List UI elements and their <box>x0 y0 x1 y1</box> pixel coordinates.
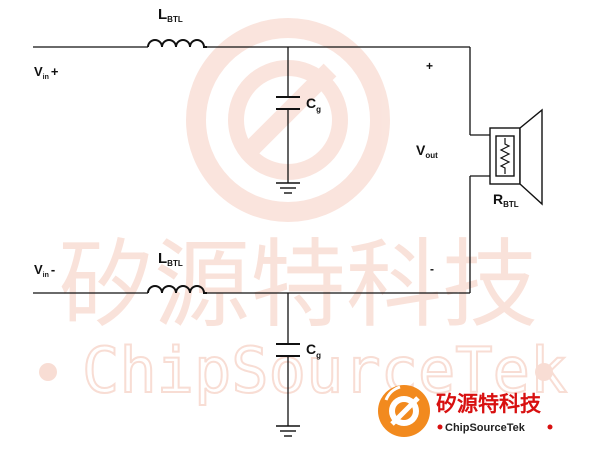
watermark-latin: ChipSourceTek <box>82 334 567 407</box>
watermark-latin-row: ChipSourceTek <box>39 333 568 408</box>
brand-logo-chinese: 矽源特科技 <box>436 392 542 416</box>
watermark-dot-left <box>39 363 57 381</box>
ground-top-icon <box>276 182 300 194</box>
vin-minus-label: Vin- <box>34 262 55 279</box>
rload-label: RBTL <box>493 191 519 209</box>
minus-sign: - <box>430 262 434 276</box>
brand-logo: 矽源特科技 ChipSourceTek <box>378 385 553 437</box>
inductor-bottom-icon <box>147 285 207 294</box>
inductor-top-icon <box>147 39 207 48</box>
plus-sign: + <box>426 59 433 73</box>
speaker-icon <box>489 108 543 206</box>
capacitor-bottom-icon <box>276 343 300 357</box>
inductor-bottom-label: LBTL <box>158 250 183 268</box>
capacitor-top-icon <box>276 96 300 110</box>
brand-dot-right <box>547 424 553 430</box>
brand-dot-left <box>437 424 443 430</box>
cap-bottom-label: Cg <box>306 341 321 360</box>
vin-plus-label: Vin+ <box>34 64 59 81</box>
watermark-dot-right <box>535 363 553 381</box>
watermark-chinese: 矽源特科技 <box>58 229 538 341</box>
vout-label: Vout <box>416 142 438 160</box>
inductor-top-label: LBTL <box>158 6 183 24</box>
brand-logo-latin: ChipSourceTek <box>445 422 526 434</box>
brand-logo-icon <box>378 385 430 437</box>
cap-top-label: Cg <box>306 95 321 114</box>
ground-bottom-icon <box>276 425 300 437</box>
resistor-load-icon <box>499 138 511 174</box>
wires <box>33 46 490 426</box>
